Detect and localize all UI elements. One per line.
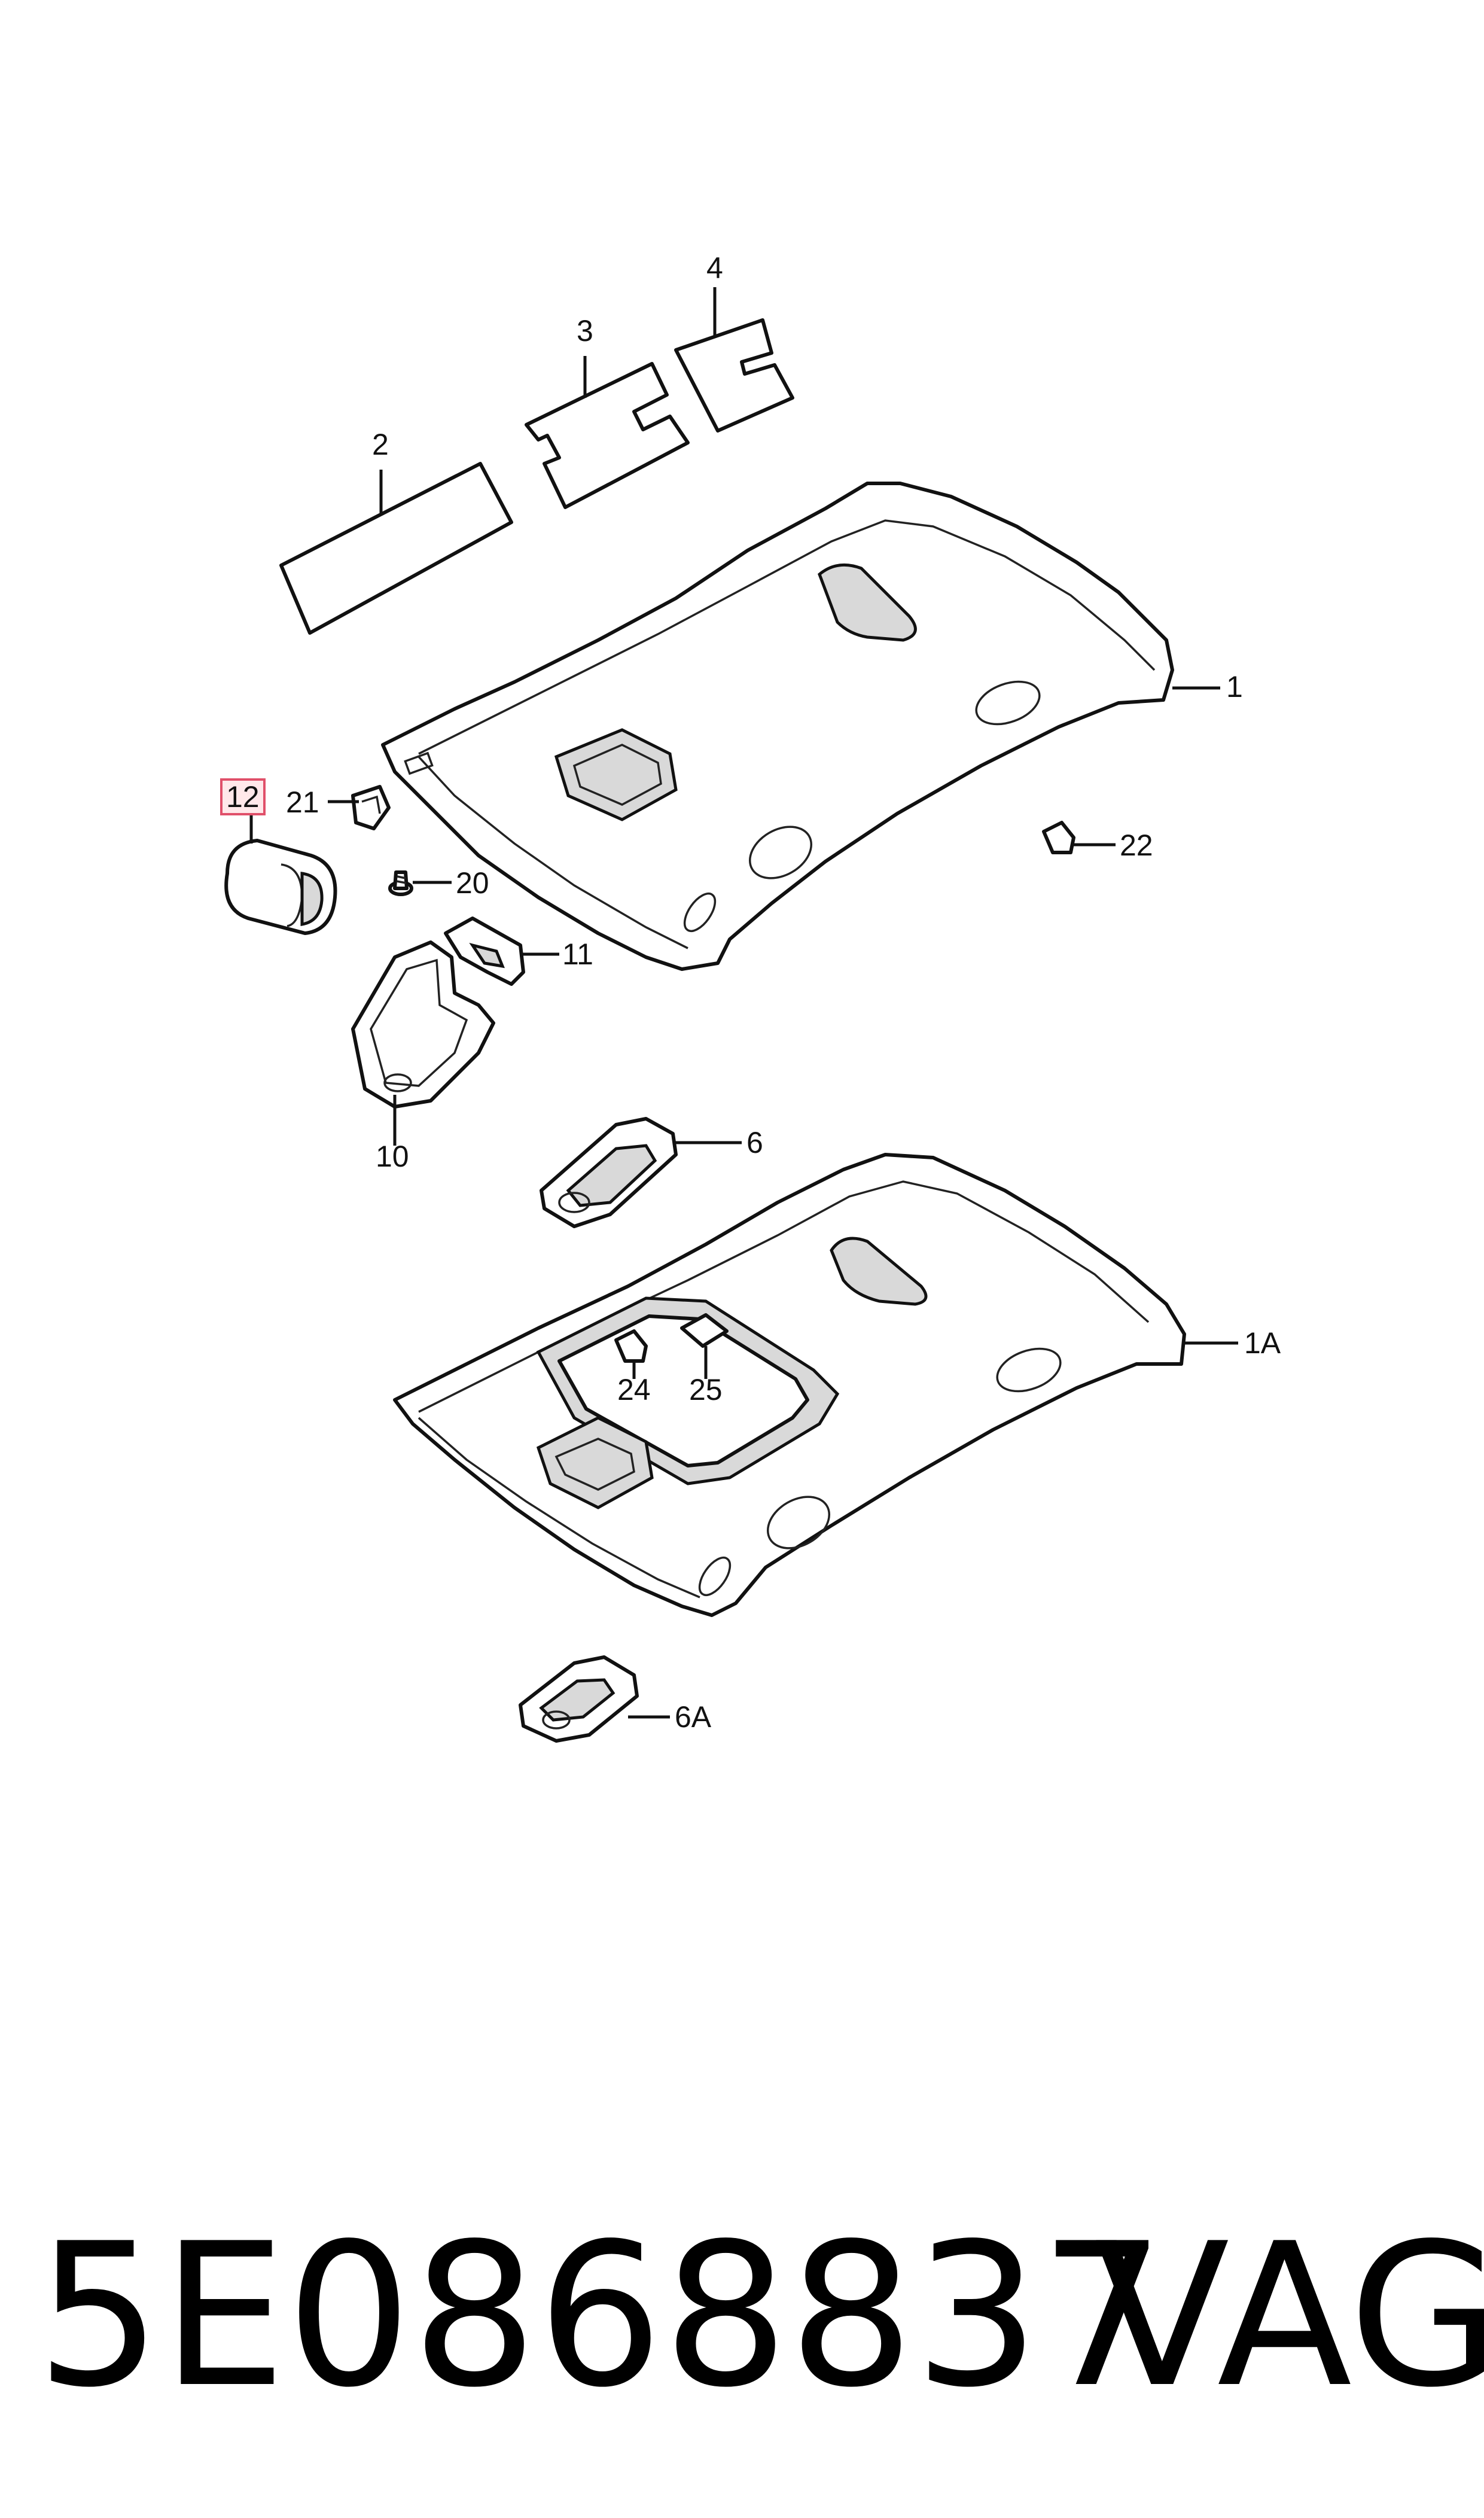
brand-label: VAG xyxy=(1095,2201,1484,2431)
part-22-clip xyxy=(1042,821,1116,854)
part-1A-headliner xyxy=(393,1153,1238,1617)
part-21-clip xyxy=(328,785,391,830)
part-4-insulation-pad xyxy=(674,287,794,433)
callout-1: 1 xyxy=(1226,670,1243,704)
callout-6: 6 xyxy=(746,1126,763,1159)
callout-20: 20 xyxy=(456,866,489,900)
part-number: 5E0868837 xyxy=(36,2201,1165,2431)
part-12-cover-cap xyxy=(224,814,337,935)
callout-24: 24 xyxy=(617,1373,651,1406)
part-2-insulation-pad xyxy=(279,462,513,635)
part-25-pad xyxy=(680,1313,729,1379)
part-3-insulation-pad xyxy=(525,356,690,509)
part-6A-interior-light xyxy=(519,1655,670,1743)
part-20-screw xyxy=(388,870,452,896)
callout-10: 10 xyxy=(376,1140,409,1173)
callout-1A: 1A xyxy=(1244,1326,1281,1360)
part-10-cover-panel xyxy=(351,940,495,1146)
callout-25: 25 xyxy=(689,1373,723,1406)
callout-12: 12 xyxy=(226,780,260,814)
part-6-interior-light xyxy=(540,1117,742,1228)
callout-3: 3 xyxy=(577,314,593,348)
callout-21: 21 xyxy=(286,785,319,819)
callout-11: 11 xyxy=(562,937,593,971)
callout-6A: 6A xyxy=(675,1700,712,1734)
part-11-cover xyxy=(444,917,559,986)
callout-12-highlight xyxy=(220,778,266,815)
callout-22: 22 xyxy=(1120,829,1153,862)
callout-4: 4 xyxy=(706,251,723,285)
part-1-headliner xyxy=(381,482,1220,971)
callout-2: 2 xyxy=(372,428,389,461)
part-24-clip xyxy=(614,1329,648,1379)
